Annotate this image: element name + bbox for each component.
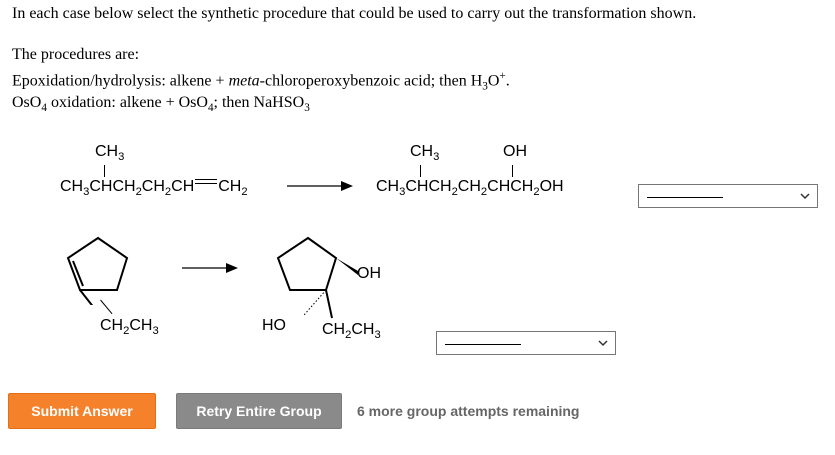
submit-answer-button[interactable]: Submit Answer <box>8 393 156 429</box>
product-2-ho-left: HO <box>262 317 286 334</box>
procedure-1-meta: meta <box>228 72 260 90</box>
procedure-2-sub3: 3 <box>304 102 310 115</box>
procedure-1-plus: + <box>499 70 506 82</box>
instructions-text: In each case below select the synthetic … <box>12 5 697 22</box>
procedure-2-text-a: oxidation: alkene + OsO <box>46 94 208 111</box>
procedure-2-os: OsO <box>12 94 42 111</box>
product-2-oh-right: OH <box>357 265 381 282</box>
select-2-blank <box>445 344 521 345</box>
procedure-2-sub4a: 4 <box>41 102 47 115</box>
chevron-down-icon <box>598 340 608 347</box>
procedures-heading: The procedures are: <box>12 46 140 63</box>
reaction-2-arrow <box>182 263 238 273</box>
reactant-1-bond <box>104 165 105 177</box>
product-1-oh: OH <box>503 143 527 160</box>
procedure-2-sub4b: 4 <box>207 102 214 115</box>
product-1-bond-1 <box>420 165 421 177</box>
product-1-chain: CH3CHCH2CH2CHCH2OH <box>376 178 564 199</box>
select-1-blank <box>647 197 723 198</box>
reactant-2-cyclopentene <box>66 236 129 305</box>
reaction-1-arrow <box>287 181 353 191</box>
reactant-2-ethyl: CH2CH3 <box>100 317 159 338</box>
procedure-1-text-b: -chloroperoxybenzoic acid; then H <box>259 72 483 90</box>
product-1-bond-2 <box>512 165 513 177</box>
procedure-1-o: O <box>487 72 500 90</box>
attempts-remaining-text: 6 more group attempts remaining <box>357 403 580 419</box>
procedure-1-name: Epoxidation/hydrolysis: <box>12 72 166 90</box>
retry-entire-group-button[interactable]: Retry Entire Group <box>176 393 342 429</box>
procedure-2-text-b: ; then NaHSO <box>213 94 305 111</box>
product-2-cyclopentane <box>276 236 358 319</box>
procedure-select-2[interactable] <box>436 331 616 355</box>
procedure-1-end: . <box>505 72 510 90</box>
chevron-down-icon <box>800 193 810 200</box>
product-1-methyl: CH3 <box>410 143 440 164</box>
procedure-epoxidation: Epoxidation/hydrolysis: alkene + meta-ch… <box>12 70 510 93</box>
product-2-ethyl: CH2CH3 <box>322 321 381 342</box>
procedure-select-1[interactable] <box>638 184 818 208</box>
procedure-1-text-a: alkene + <box>165 72 229 90</box>
procedure-1-sub3: 3 <box>482 80 488 93</box>
reactant-1-methyl: CH3 <box>95 143 125 164</box>
procedure-oso4: OsO4 oxidation: alkene + OsO4; then NaHS… <box>12 94 310 114</box>
